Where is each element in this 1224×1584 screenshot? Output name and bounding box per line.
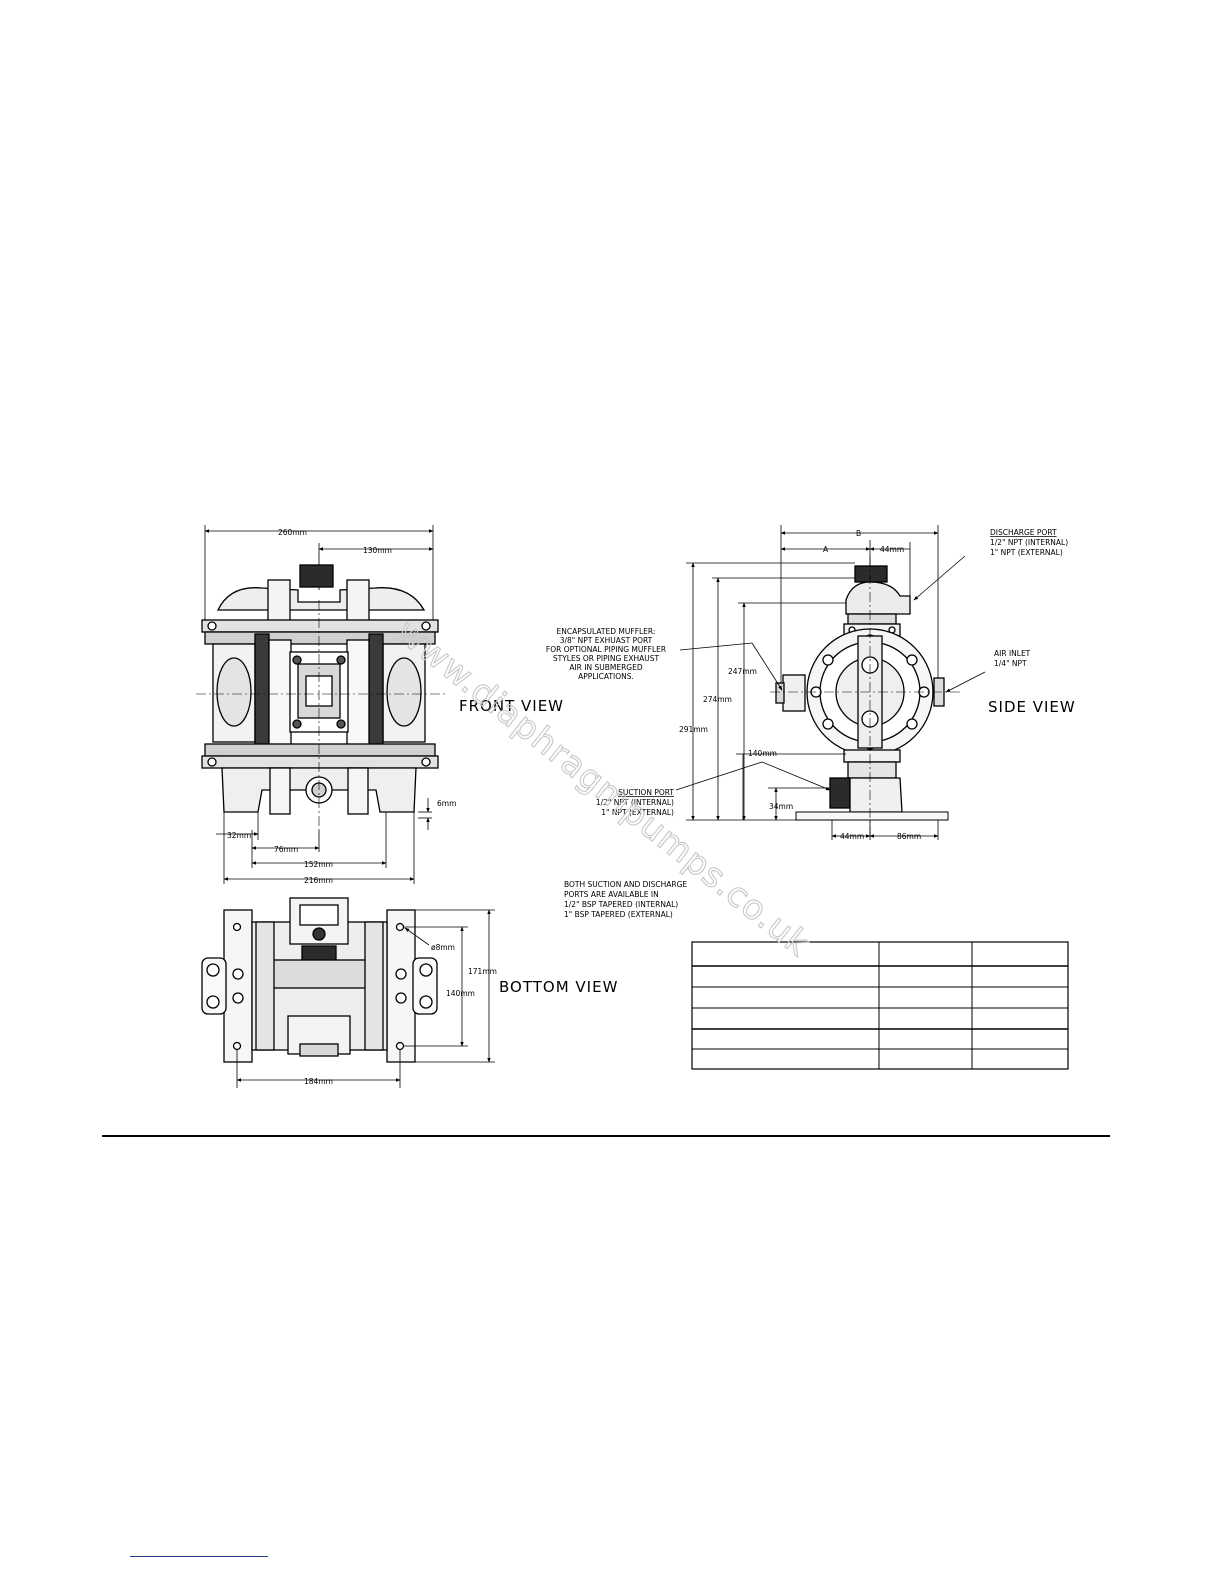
bsp-line3: 1/2" BSP TAPERED (INTERNAL) (564, 900, 678, 909)
footer-link-underline[interactable] (130, 1556, 268, 1557)
air-inlet-note: AIR INLET 1/4" NPT (994, 649, 1031, 668)
muffler-line3: FOR OPTIONAL PIPING MUFFLER (546, 645, 666, 654)
table-frame (691, 941, 1069, 1070)
suction-port-line1: 1/2" NPT (INTERNAL) (596, 798, 674, 807)
dim-bottom-44mm: 44mm (840, 832, 864, 841)
dim-291mm: 291mm (679, 725, 708, 734)
side-view (675, 525, 986, 840)
front-view-dimension-labels: 260mm 130mm 6mm 32mm 76mm 152mm 216mm FR… (227, 528, 564, 885)
muffler-note: ENCAPSULATED MUFFLER: 3/8" NPT EXHUAST P… (546, 627, 666, 681)
muffler-line4: STYLES OR PIPING EXHAUST (553, 654, 660, 663)
bsp-note: BOTH SUCTION AND DISCHARGE PORTS ARE AVA… (564, 880, 687, 919)
air-inlet-line1: 1/4" NPT (994, 659, 1027, 668)
dim-130mm: 130mm (363, 546, 392, 555)
dim-216mm: 216mm (304, 876, 333, 885)
bottom-view (201, 897, 495, 1088)
dim-140mm-side: 140mm (748, 749, 777, 758)
muffler-line5: AIR IN SUBMERGED (569, 663, 643, 672)
discharge-port-line1: 1/2" NPT (INTERNAL) (990, 538, 1068, 547)
dim-152mm: 152mm (304, 860, 333, 869)
dim-247mm: 247mm (728, 667, 757, 676)
muffler-line1: ENCAPSULATED MUFFLER: (557, 627, 656, 636)
dim-274mm: 274mm (703, 695, 732, 704)
dim-76mm: 76mm (274, 845, 298, 854)
muffler-line6: APPLICATIONS. (578, 672, 634, 681)
dim-6mm: 6mm (437, 799, 456, 808)
dimension-table (691, 941, 1069, 1070)
dim-140mm: 140mm (446, 989, 475, 998)
dim-b: B (856, 529, 861, 538)
discharge-port-title: DISCHARGE PORT (990, 528, 1057, 537)
dim-hole-diameter: ø8mm (431, 943, 455, 952)
bsp-line1: BOTH SUCTION AND DISCHARGE (564, 880, 687, 889)
dim-top-44mm: 44mm (880, 545, 904, 554)
dim-260mm: 260mm (278, 528, 307, 537)
muffler-line2: 3/8" NPT EXHUAST PORT (560, 636, 653, 645)
side-view-label: SIDE VIEW (988, 698, 1076, 716)
dim-32mm: 32mm (227, 831, 251, 840)
bsp-line2: PORTS ARE AVAILABLE IN (564, 890, 659, 899)
discharge-port-note: DISCHARGE PORT 1/2" NPT (INTERNAL) 1" NP… (990, 528, 1068, 557)
dim-171mm: 171mm (468, 967, 497, 976)
side-view-dimension-labels: B A 44mm 247mm 274mm 291mm 140mm 34mm 44… (679, 529, 1076, 841)
suction-port-title: SUCTION PORT (618, 788, 674, 797)
front-view-label: FRONT VIEW (459, 697, 564, 715)
bsp-line4: 1" BSP TAPERED (EXTERNAL) (564, 910, 673, 919)
dim-86mm: 86mm (897, 832, 921, 841)
dim-184mm: 184mm (304, 1077, 333, 1086)
dim-a: A (823, 545, 829, 554)
suction-port-line2: 1" NPT (EXTERNAL) (601, 808, 674, 817)
bottom-view-dimension-labels: ø8mm 171mm 140mm 184mm BOTTOM VIEW (304, 943, 618, 1086)
air-inlet-title: AIR INLET (994, 649, 1031, 658)
discharge-port-line2: 1" NPT (EXTERNAL) (990, 548, 1063, 557)
front-view (196, 525, 446, 884)
dim-34mm: 34mm (769, 802, 793, 811)
bottom-view-label: BOTTOM VIEW (499, 978, 618, 996)
suction-port-note: SUCTION PORT 1/2" NPT (INTERNAL) 1" NPT … (596, 788, 675, 817)
